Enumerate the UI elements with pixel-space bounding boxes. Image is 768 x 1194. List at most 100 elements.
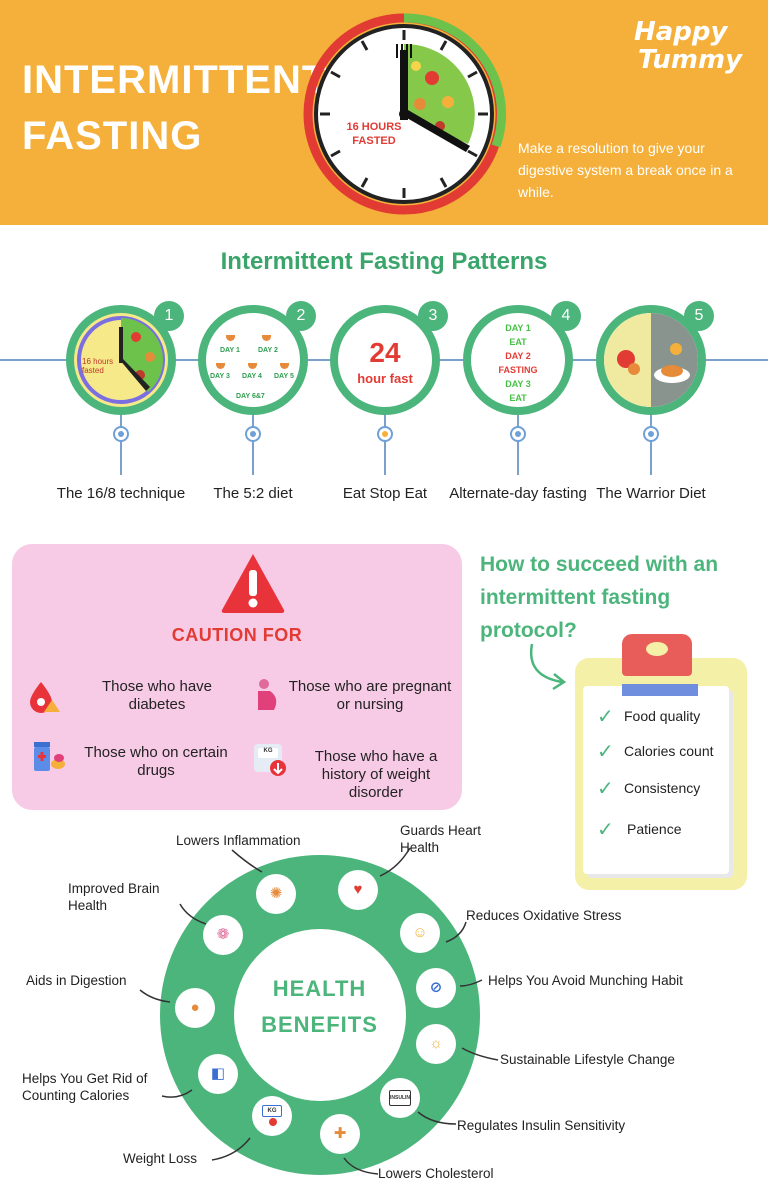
caution-item-diabetes: Those who have diabetes <box>101 678 213 713</box>
checklist-paper <box>583 686 729 874</box>
clock-icon <box>77 316 165 404</box>
benefit-aids-digestion: Aids in Digestion <box>26 973 127 988</box>
fasting-clock-illustration: 16 HOURS FASTED <box>303 13 506 215</box>
pattern-card-16-8[interactable]: 16 hours fasted 1 <box>66 301 184 415</box>
meal-icon <box>226 335 235 341</box>
benefit-avoid-munching: Helps You Avoid Munching Habit <box>488 973 683 988</box>
caution-item-pregnant: Those who are pregnant or nursing <box>288 678 452 713</box>
day-label: DAY 3 <box>210 373 230 380</box>
pattern-label-1: The 16/8 technique <box>56 485 186 502</box>
tagline: Make a resolution to give your digestive… <box>518 140 733 200</box>
caution-item-drugs: Those who on certain drugs <box>84 744 228 779</box>
success-section-title: How to succeed with an intermittent fast… <box>480 553 719 642</box>
benefits-title-line1: HEALTH <box>272 976 367 1001</box>
checklist-item: Consistency <box>624 780 701 796</box>
timeline-dot <box>245 426 261 442</box>
medicine-icon <box>34 742 65 771</box>
caution-panel: CAUTION FOR Those who have diabetes Thos… <box>12 544 462 810</box>
pattern-label-4: Alternate-day fasting <box>449 485 587 502</box>
benefit-insulin-sensitivity: Regulates Insulin Sensitivity <box>457 1118 626 1133</box>
pattern-label-2: The 5:2 diet <box>213 485 293 502</box>
blood-drop-icon <box>30 682 60 713</box>
benefits-title-line2: BENEFITS <box>261 1012 378 1037</box>
caution-item-weight-disorder: Those who have a history of weight disor… <box>314 748 438 801</box>
insulin-meter-icon: INSULIN <box>380 1078 420 1118</box>
benefit-lowers-cholesterol: Lowers Cholesterol <box>378 1166 494 1181</box>
day-label: DAY 6&7 <box>236 393 265 400</box>
meal-icon <box>262 335 271 341</box>
checklist-item: Food quality <box>624 708 701 724</box>
pattern-1-text-line2: fasted <box>82 366 104 375</box>
pattern-4-line: EAT <box>509 337 527 347</box>
page-title-line2: FASTING <box>22 114 203 158</box>
curved-arrow-icon <box>529 643 567 691</box>
check-icon: ✓ <box>597 706 614 728</box>
warning-icon <box>221 554 285 613</box>
pattern-card-alternate-day[interactable]: DAY 1 EAT DAY 2 FASTING DAY 3 EAT 4 <box>463 301 581 415</box>
benefit-lowers-inflammation: Lowers Inflammation <box>176 833 301 848</box>
cholesterol-icon: ✚ <box>320 1114 360 1154</box>
pattern-label-5: The Warrior Diet <box>596 485 706 502</box>
weighing-scale-icon: KG <box>252 742 290 778</box>
timeline-dot <box>113 426 129 442</box>
check-icon: ✓ <box>597 741 614 763</box>
pattern-card-eat-stop-eat[interactable]: 24 hour fast 3 <box>330 301 448 415</box>
day-label: DAY 4 <box>242 373 262 380</box>
day-label: DAY 1 <box>220 347 240 354</box>
pattern-4-line: FASTING <box>498 365 538 375</box>
meal-icon <box>216 363 225 369</box>
benefit-guards-heart-health: Guards Heart Health <box>400 823 482 855</box>
pattern-card-5-2[interactable]: DAY 1 DAY 2 DAY 3 DAY 4 DAY 5 DAY 6&7 2 <box>198 301 316 415</box>
pattern-4-illustration: DAY 1 EAT DAY 2 FASTING DAY 3 EAT <box>471 313 565 407</box>
scale-unit-badge: KG <box>263 748 273 754</box>
benefit-improved-brain-health: Improved Brain Health <box>68 881 160 913</box>
lifestyle-icon: ☼ <box>416 1024 456 1064</box>
pattern-card-warrior-diet[interactable]: 5 <box>596 301 714 415</box>
meal-icon <box>248 363 257 369</box>
logo-word-happy: Happy <box>634 17 728 47</box>
brain-icon: ❁ <box>203 915 243 955</box>
brand-logo[interactable]: Happy Tummy <box>634 18 742 74</box>
day-label: DAY 5 <box>274 373 294 380</box>
heart-icon: ♥ <box>338 870 378 910</box>
pattern-4-line: DAY 2 <box>505 351 531 361</box>
pattern-3-hours: 24 <box>369 337 401 368</box>
timeline-dot <box>643 426 659 442</box>
clock-text-line1: 16 HOURS <box>346 121 401 133</box>
checklist-item: Patience <box>627 821 682 837</box>
pattern-number-3: 3 <box>418 301 448 331</box>
pattern-1-illustration: 16 hours fasted <box>74 313 168 407</box>
no-munching-icon: ⊘ <box>416 968 456 1008</box>
logo-word-tummy: Tummy <box>638 45 743 75</box>
meal-icon <box>280 363 289 369</box>
stress-face-icon: ☺ <box>400 913 440 953</box>
benefit-counting-calories: Helps You Get Rid of Counting Calories <box>22 1071 148 1103</box>
check-icon: ✓ <box>597 778 614 800</box>
benefit-sustainable-lifestyle: Sustainable Lifestyle Change <box>500 1052 675 1067</box>
checklist-clipboard: ✓ Food quality ✓ Calories count ✓ Consis… <box>575 634 747 890</box>
clipboard-clip <box>622 634 692 676</box>
benefit-reduces-oxidative-stress: Reduces Oxidative Stress <box>466 908 622 923</box>
inflammation-icon: ✺ <box>256 874 296 914</box>
insulin-badge: INSULIN <box>389 1090 411 1106</box>
calorie-counter-icon: ◧ <box>198 1054 238 1094</box>
page-title-line1: INTERMITTENT <box>22 58 328 102</box>
pattern-5-illustration <box>604 313 698 407</box>
pattern-number-5: 5 <box>684 301 714 331</box>
clock-text-line2: FASTED <box>352 135 395 147</box>
caution-title: CAUTION FOR <box>171 625 303 645</box>
stomach-icon: ● <box>175 988 215 1028</box>
pattern-3-illustration: 24 hour fast <box>338 313 432 407</box>
food-plate-icon <box>617 343 690 383</box>
checklist-item: Calories count <box>624 743 714 759</box>
weight-scale-icon: KG <box>252 1096 292 1136</box>
day-label: DAY 2 <box>258 347 278 354</box>
header-banner: INTERMITTENT FASTING <box>0 0 768 225</box>
pattern-4-line: DAY 3 <box>505 379 531 389</box>
pattern-4-line: EAT <box>509 393 527 403</box>
pregnant-icon <box>258 679 277 710</box>
pattern-4-line: DAY 1 <box>505 323 531 333</box>
timeline-dot <box>377 426 393 442</box>
check-icon: ✓ <box>597 819 614 841</box>
pattern-3-caption: hour fast <box>357 371 413 386</box>
